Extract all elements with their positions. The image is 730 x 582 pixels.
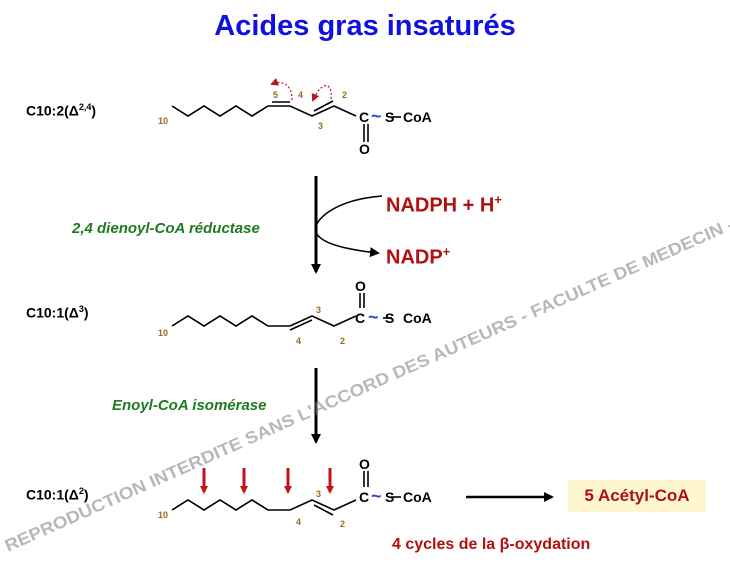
label-base: C10:1(Δ <box>26 304 79 321</box>
cofactor-nadp-text: NADP <box>386 246 443 269</box>
carbonyl-carbon: C <box>355 310 365 326</box>
coa-group: CoA <box>403 489 432 505</box>
carbonyl-carbon: C <box>359 489 369 505</box>
cofactor-nadph-text: NADPH + H <box>386 194 495 217</box>
beta-oxidation-cut-arrows <box>200 468 334 494</box>
carbon-2: 2 <box>340 519 345 529</box>
label-sup: 2,4 <box>78 102 92 112</box>
result-box: 5 Acétyl-CoA <box>568 480 706 512</box>
cofactor-nadph-sup: + <box>494 192 502 207</box>
label-sup: 2 <box>78 486 84 496</box>
carbon-2: 2 <box>340 336 345 346</box>
label-base: C10:2(Δ <box>26 102 79 119</box>
page-title: Acides gras insaturés <box>214 10 516 42</box>
carbon-3: 3 <box>318 121 323 131</box>
carbon-3: 3 <box>316 489 321 499</box>
cofactor-nadph: NADPH + H+ <box>386 192 502 218</box>
molecule-label-c10-1-d3: C10:1(Δ3) <box>26 304 89 321</box>
carbonyl-oxygen: O <box>359 141 370 157</box>
carbonyl-oxygen: O <box>355 278 366 294</box>
carbon-10: 10 <box>158 328 168 338</box>
carbon-4: 4 <box>296 336 301 346</box>
carbon-5: 5 <box>273 90 278 100</box>
carbon-10: 10 <box>158 510 168 520</box>
carbon-10: 10 <box>158 116 168 126</box>
molecule-1-red-arrows <box>270 78 332 102</box>
cofactor-nadp-sup: + <box>442 244 451 259</box>
sulfur-atom: S <box>385 489 394 505</box>
label-tail: ) <box>83 486 89 503</box>
carbon-2: 2 <box>342 90 347 100</box>
carbon-4: 4 <box>298 90 303 100</box>
enzyme-reductase-label: 2,4 dienoyl-CoA réductase <box>72 220 260 237</box>
molecule-label-c10-1-d2: C10:1(Δ2) <box>26 486 89 503</box>
enzyme-isomerase-label: Enoyl-CoA isomérase <box>112 397 267 414</box>
coa-group: CoA <box>403 310 432 326</box>
thioester-bond: ~ <box>371 486 382 506</box>
carbonyl-oxygen: O <box>359 456 370 472</box>
thioester-bond: ~ <box>368 307 379 327</box>
cofactor-nadp: NADP+ <box>386 244 450 270</box>
reaction-arrow-1 <box>311 176 383 274</box>
molecule-3-structure <box>171 471 401 516</box>
molecule-label-c10-2: C10:2(Δ2,4) <box>26 102 96 119</box>
cycles-label: 4 cycles de la β-oxydation <box>392 536 591 553</box>
sulfur-atom: S <box>385 310 394 326</box>
molecule-2-structure <box>171 293 392 331</box>
carbon-4: 4 <box>296 517 301 527</box>
sulfur-atom: S <box>385 109 394 125</box>
carbonyl-carbon: C <box>359 109 369 125</box>
molecule-1-structure <box>171 100 401 142</box>
label-sup: 3 <box>78 304 84 314</box>
thioester-bond: ~ <box>371 106 382 126</box>
label-tail: ) <box>91 102 97 119</box>
label-tail: ) <box>83 304 89 321</box>
carbon-3: 3 <box>316 305 321 315</box>
label-base: C10:1(Δ <box>26 486 79 503</box>
coa-group: CoA <box>403 109 432 125</box>
